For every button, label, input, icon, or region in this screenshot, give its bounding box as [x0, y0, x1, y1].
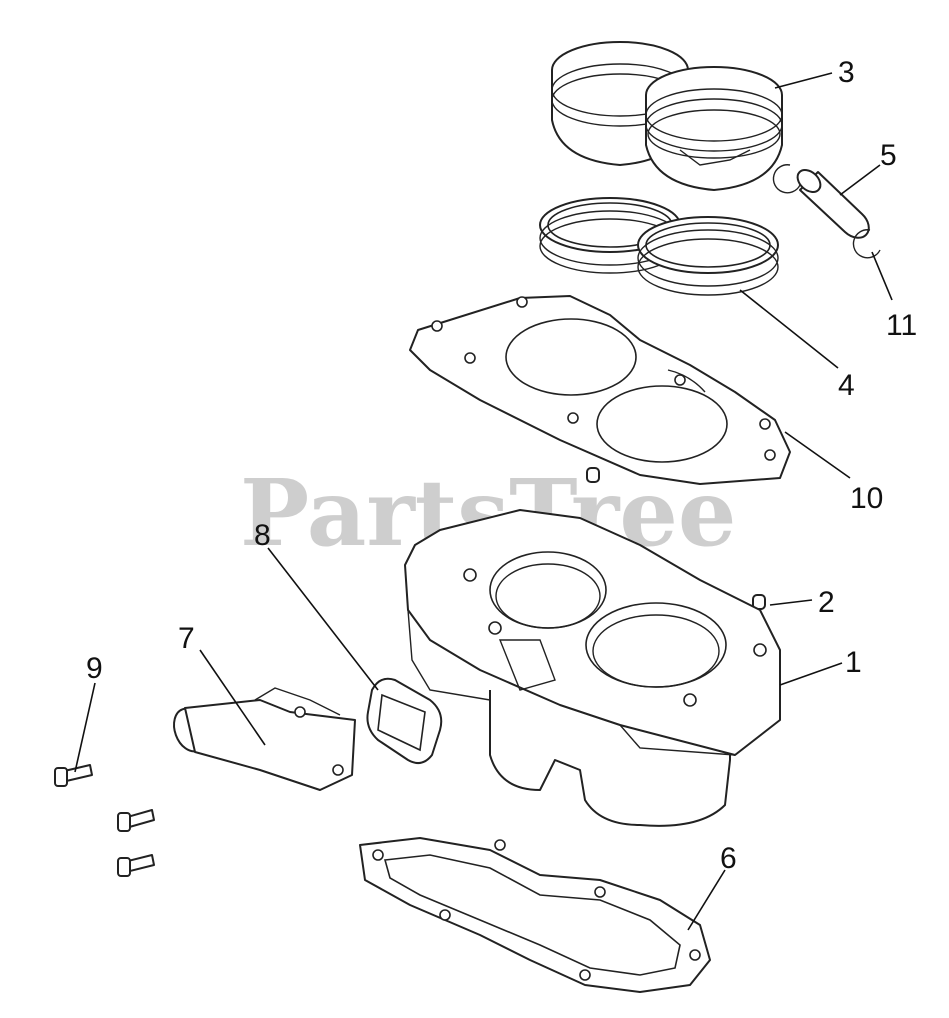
leader-lines	[74, 72, 893, 931]
callout-6: 6	[720, 842, 737, 875]
callout-5: 5	[880, 139, 897, 172]
pistons[interactable]	[551, 41, 783, 191]
cylinder-block[interactable]	[404, 509, 781, 827]
bolts[interactable]	[54, 764, 155, 877]
callout-2: 2	[818, 586, 835, 619]
callout-9: 9	[86, 652, 103, 685]
coolant-elbow[interactable]	[168, 687, 356, 791]
callout-10: 10	[850, 482, 883, 515]
piston-pin[interactable]	[793, 166, 870, 239]
dowel-pin-upper[interactable]	[586, 467, 600, 483]
callout-7: 7	[178, 622, 195, 655]
piston-rings[interactable]	[539, 197, 779, 296]
callout-11: 11	[886, 309, 917, 342]
callouts: 1 2 3 4 5 6 7 8 9 10 11	[86, 56, 917, 875]
head-gasket[interactable]	[409, 295, 791, 485]
callout-8: 8	[254, 519, 271, 552]
callout-3: 3	[838, 56, 855, 89]
housing-gasket[interactable]	[366, 677, 443, 765]
callout-4: 4	[838, 369, 855, 402]
base-gasket[interactable]	[359, 837, 711, 993]
callout-1: 1	[845, 646, 862, 679]
circlip-left[interactable]	[772, 164, 801, 194]
